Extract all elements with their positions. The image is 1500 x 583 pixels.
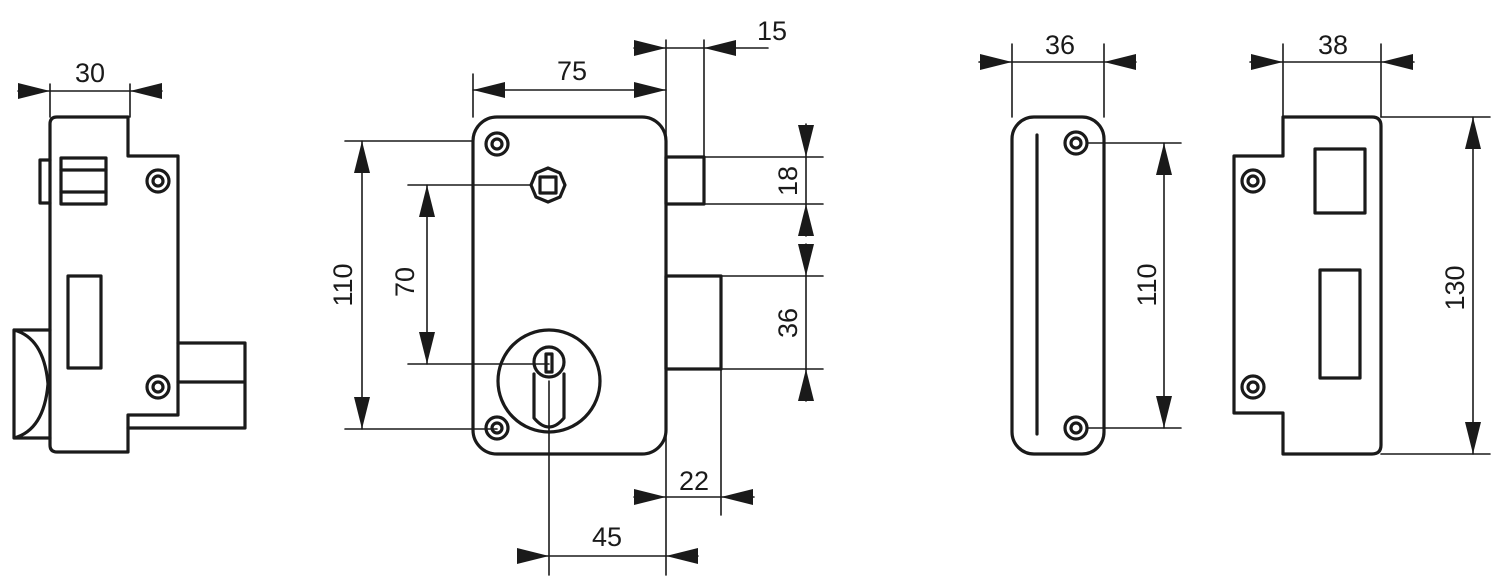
side-view-body [48, 115, 180, 454]
screw-icon [1240, 168, 1266, 194]
strike-latch-opening [1313, 147, 1367, 215]
screw-icon [484, 415, 510, 441]
dim-spindle-to-cylinder: 70 [390, 267, 420, 297]
dim-strike-height: 130 [1440, 265, 1470, 310]
screw-icon [484, 131, 510, 157]
spindle-hole-icon [529, 166, 567, 204]
front-view-latch [664, 155, 706, 206]
dim-latch-height: 18 [773, 166, 803, 196]
dim-keep-hole-spacing: 110 [1132, 263, 1162, 306]
dim-side-width: 30 [75, 58, 105, 88]
keep-view: 36 110 [978, 30, 1182, 456]
dim-strike-width: 38 [1318, 30, 1348, 60]
strike-plate [1232, 115, 1383, 456]
strike-view: 38 130 [1232, 30, 1491, 456]
dim-body-width: 75 [557, 56, 587, 86]
front-view-bolt [664, 274, 723, 371]
side-view-slot [66, 274, 103, 370]
front-view: 75 15 110 70 18 36 22 45 [328, 16, 824, 576]
dim-keep-width: 36 [1045, 30, 1075, 60]
screw-icon [1240, 374, 1266, 400]
screw-icon [145, 168, 171, 194]
screw-icon [1063, 130, 1089, 156]
side-view-latch-head [59, 156, 108, 206]
dim-cylinder-backset: 45 [592, 522, 622, 552]
keep-plate [1010, 115, 1106, 456]
screw-icon [145, 374, 171, 400]
dim-hole-spacing: 110 [328, 263, 358, 306]
dim-bolt-projection: 22 [679, 466, 709, 496]
side-view-latch [38, 158, 52, 205]
screw-icon [1063, 415, 1089, 441]
side-view: 30 [12, 58, 247, 454]
strike-bolt-opening [1318, 268, 1362, 380]
dim-latch-width: 15 [757, 16, 787, 46]
side-view-knob [12, 328, 52, 440]
side-view-bolt [126, 341, 247, 430]
dim-bolt-height: 36 [773, 308, 803, 338]
